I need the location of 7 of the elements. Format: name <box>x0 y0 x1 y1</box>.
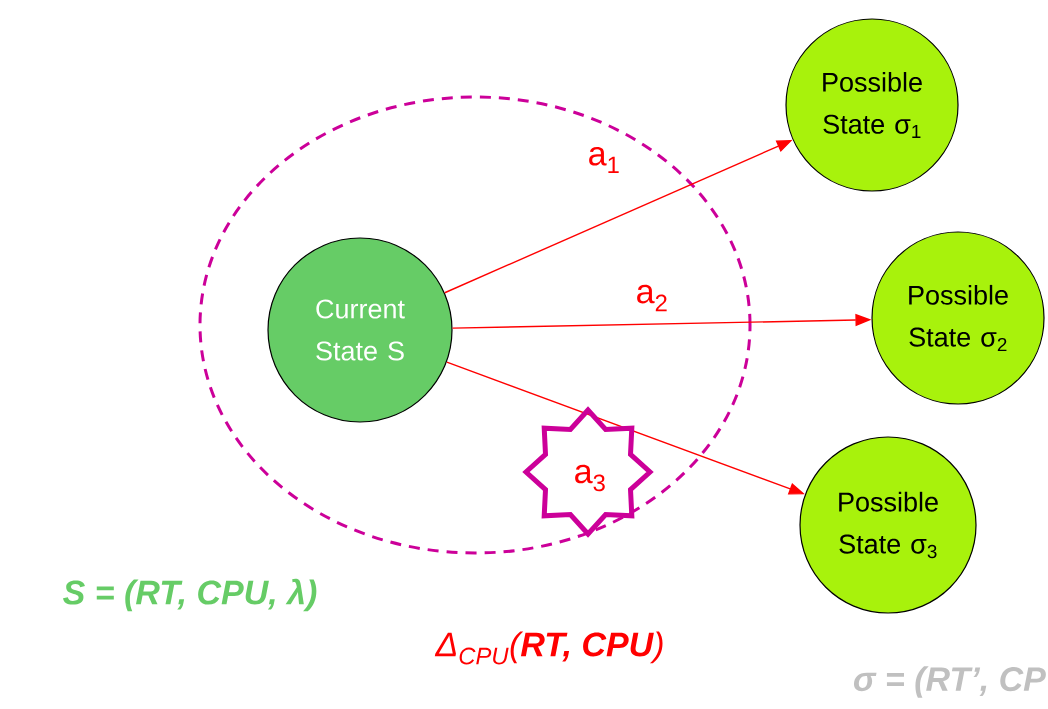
state-formula: S = (RT, CPU, λ) <box>63 578 317 612</box>
delta-formula: Δ$_{CPU}$(RT, CPU) <box>434 631 663 665</box>
edge-label: a$_{3}$ <box>572 463 608 493</box>
edge-label: a$_{1}$ <box>586 145 622 175</box>
dashed-ellipse <box>198 95 752 555</box>
sigma-formula: σ = (RT’, CP <box>853 666 1046 698</box>
edge-label: a$_{2}$ <box>634 283 670 313</box>
